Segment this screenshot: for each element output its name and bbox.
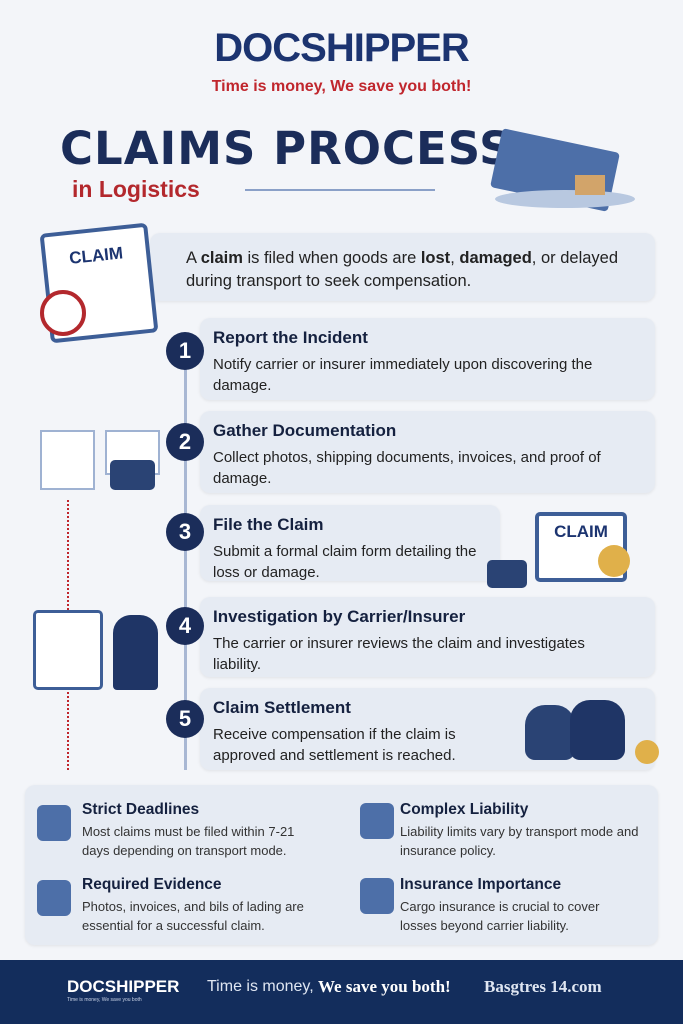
insurance-icon	[360, 878, 394, 914]
docshipper-logo: DOCSHIPPER	[214, 26, 470, 70]
tagline: Time is money, We save you both!	[211, 78, 472, 95]
step-number-3: 3	[166, 513, 204, 551]
camera-icon	[37, 880, 71, 916]
page-subtitle: in Logistics	[72, 176, 200, 202]
calendar-icon	[37, 805, 71, 841]
coins-icon	[598, 545, 630, 577]
footer-logo-sub: Time is money, We save you both	[67, 997, 142, 1003]
money-handshake-illustration	[495, 700, 660, 775]
camera-icon	[487, 560, 527, 588]
divider	[245, 189, 435, 191]
step-number-5: 5	[166, 700, 204, 738]
step-number-1: 1	[166, 332, 204, 370]
liability-icon	[360, 803, 394, 839]
footer-logo: DOCSHIPPER	[67, 977, 180, 996]
intro-box: A claim is filed when goods are lost, da…	[150, 233, 655, 301]
step-number-4: 4	[166, 607, 204, 645]
timeline-line	[184, 340, 187, 770]
step-number-2: 2	[166, 423, 204, 461]
inspector-illustration	[18, 605, 168, 695]
page-title: CLAIMS PROCESS	[60, 122, 513, 175]
documents-camera-illustration	[30, 425, 170, 500]
alarm-clock-icon	[40, 290, 86, 336]
footer-website-link[interactable]: Basgtres 14.com	[484, 977, 602, 996]
container-illustration	[455, 120, 660, 220]
footer: DOCSHIPPER Time is money, We save you bo…	[0, 960, 683, 1024]
footer-slogan-a: Time is money,	[207, 978, 314, 995]
footer-slogan-b: We save you both!	[318, 977, 451, 996]
